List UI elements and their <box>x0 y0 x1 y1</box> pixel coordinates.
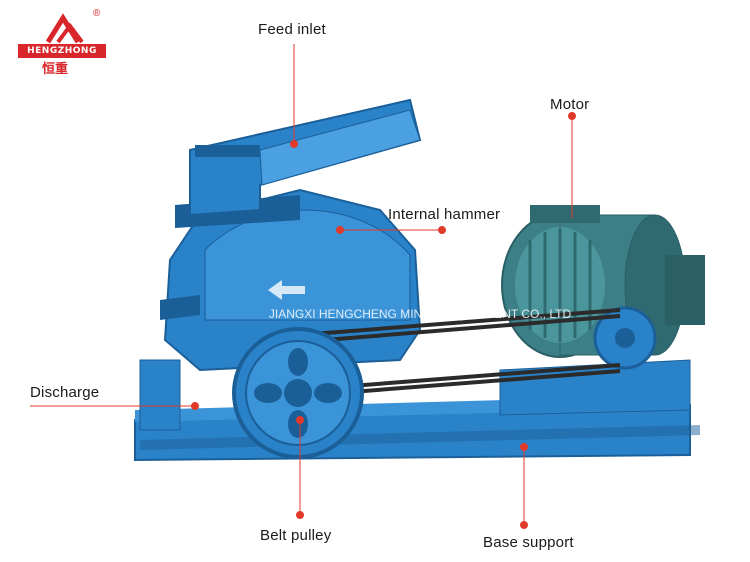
logo-mark-icon <box>45 13 84 44</box>
arrow-icon <box>268 280 305 300</box>
label-feed-inlet: Feed inlet <box>258 21 326 38</box>
motor-pulley <box>593 306 657 370</box>
label-discharge: Discharge <box>30 384 100 401</box>
motor-marker <box>568 112 576 120</box>
logo-brand-text: HENGZHONG <box>18 44 106 58</box>
internal-hammer-end-marker <box>438 226 446 234</box>
label-internal-hammer: Internal hammer <box>388 206 501 223</box>
feed-inlet-marker <box>290 140 298 148</box>
label-base-support: Base support <box>483 534 574 551</box>
label-belt-pulley: Belt pulley <box>260 527 332 544</box>
crusher-body <box>160 188 422 372</box>
belt-pulley-wheel <box>232 327 364 459</box>
feed-hopper <box>189 98 422 217</box>
internal-hammer-marker <box>336 226 344 234</box>
label-motor: Motor <box>550 96 590 113</box>
base-frame <box>134 359 700 462</box>
registered-mark: ® <box>93 8 101 19</box>
watermark-text: JIANGXI HENGCHENG MINING EQUIPMENT CO., … <box>269 307 572 321</box>
discharge-marker <box>191 402 199 410</box>
belt-pulley-marker <box>296 416 304 424</box>
base-support-marker <box>520 443 528 451</box>
base-support-end-marker <box>520 521 528 529</box>
belt-pulley-end-marker <box>296 511 304 519</box>
logo-brand-cn: 恒重 <box>42 62 69 77</box>
callout-lines <box>30 44 576 529</box>
hengzhong-logo: HENGZHONG 恒重 ® <box>18 8 128 77</box>
